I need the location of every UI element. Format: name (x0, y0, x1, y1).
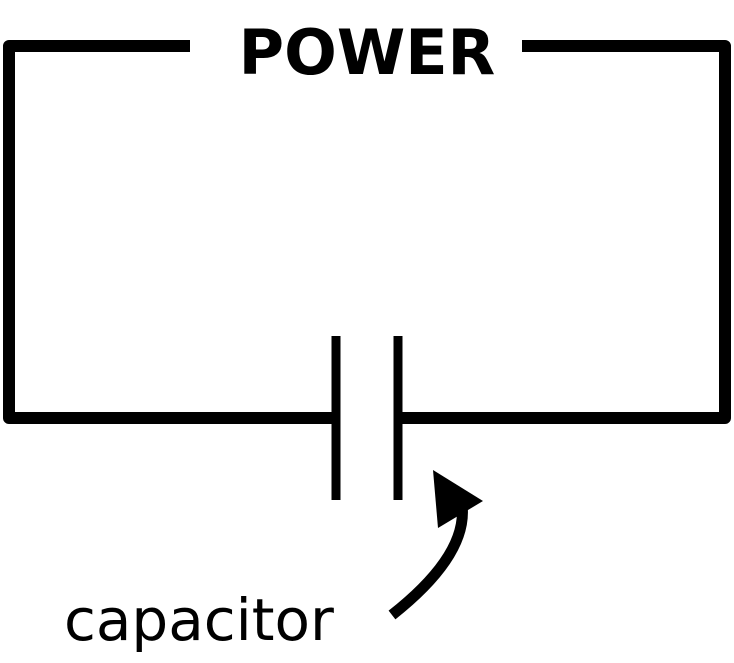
wire-top-left (3, 40, 336, 424)
capacitor-symbol (331, 336, 403, 500)
wire-top-right (399, 40, 731, 424)
power-title: POWER (239, 16, 496, 89)
capacitor-label: capacitor (64, 586, 334, 654)
pointer-arrow-icon (388, 470, 483, 620)
